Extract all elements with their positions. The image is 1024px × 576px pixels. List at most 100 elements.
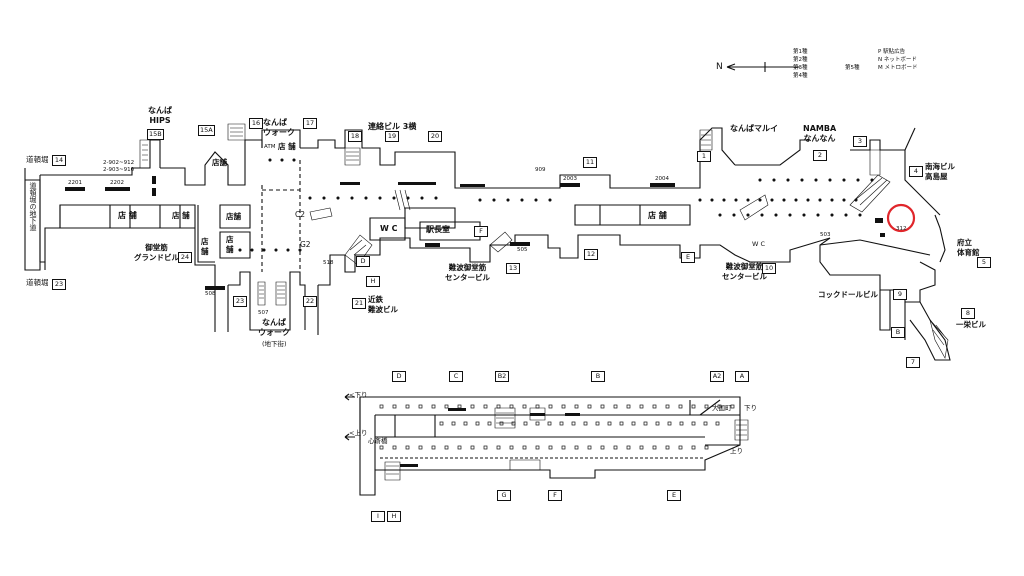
legend-floor-4: 第4種 — [793, 73, 808, 79]
pillar — [574, 445, 579, 450]
ad-code-312: 312 — [896, 226, 907, 232]
pillar — [463, 421, 468, 426]
pillar — [655, 421, 660, 426]
pillar — [499, 421, 504, 426]
pillar — [392, 404, 397, 409]
legend-floor-2: 第2種 — [793, 57, 808, 63]
platform-exit-e: E — [667, 490, 681, 501]
label-namba-midosuji-center-2: 難波御堂筋 センタービル — [722, 262, 767, 281]
pillar — [548, 445, 553, 450]
pillar — [379, 445, 384, 450]
pillar — [715, 421, 720, 426]
column-dot — [548, 198, 552, 202]
platform-exit-c: C — [449, 371, 463, 382]
ad-code-508: 508 — [205, 291, 216, 297]
label-chikagai: (地下街) — [262, 340, 287, 348]
pillar — [561, 445, 566, 450]
exit-9: 9 — [893, 289, 907, 300]
pillar — [561, 404, 566, 409]
label-wc-1: W C — [380, 224, 398, 233]
platform-exit-a2: A2 — [710, 371, 724, 382]
exit-14: 14 — [52, 155, 66, 166]
label-shop-6: 店 舗 — [226, 235, 234, 254]
pillar — [535, 445, 540, 450]
pillar — [405, 404, 410, 409]
column-dot — [434, 196, 438, 200]
label-furitsu-taiikukan: 府立 体育館 — [957, 238, 980, 257]
column-dot — [350, 196, 354, 200]
column-dot — [286, 248, 290, 252]
legend-type-p: P 駅貼広告 — [878, 49, 906, 55]
platform-exit-a: A — [735, 371, 749, 382]
column-dot — [746, 213, 750, 217]
label-nankai-takashimaya: 南海ビル 高島屋 — [925, 162, 955, 181]
column-dot — [818, 198, 822, 202]
pillar — [717, 404, 722, 409]
column-dot — [478, 198, 482, 202]
column-dot — [268, 158, 272, 162]
column-dot — [828, 178, 832, 182]
platform-exit-i: I — [371, 511, 385, 522]
label-kintetsu-namba: 近鉄 難波ビル — [368, 295, 398, 314]
pillar — [457, 404, 462, 409]
highlight-circle — [886, 203, 916, 233]
label-namba-walk-top: なんば ウォーク — [263, 118, 295, 137]
platform-exit-b2: B2 — [495, 371, 509, 382]
column-dot — [830, 198, 834, 202]
pillar — [451, 421, 456, 426]
column-dot — [814, 178, 818, 182]
exit-1: 1 — [697, 151, 711, 162]
pillar — [730, 404, 735, 409]
label-kudari-left: <下り — [349, 391, 368, 399]
column-dot — [858, 213, 862, 217]
pillar — [704, 404, 709, 409]
label-namba-hips: なんば HIPS — [148, 106, 172, 125]
column-dot — [280, 158, 284, 162]
pillar — [511, 421, 516, 426]
column-dot — [364, 196, 368, 200]
label-shop-3: 店舗 — [212, 158, 227, 167]
exit-12: 12 — [584, 249, 598, 260]
exit-20: 20 — [428, 131, 442, 142]
column-dot — [732, 213, 736, 217]
pillar — [522, 404, 527, 409]
pillar — [583, 421, 588, 426]
compass-north-label: N — [716, 62, 723, 72]
exit-19: 19 — [385, 131, 399, 142]
pillar — [665, 445, 670, 450]
column-dot — [802, 213, 806, 217]
column-dot — [842, 178, 846, 182]
column-dot — [534, 198, 538, 202]
label-kudari-right: 下り — [744, 404, 757, 412]
pillar — [483, 445, 488, 450]
exit-7: 7 — [906, 357, 920, 368]
pillar — [587, 445, 592, 450]
column-dot — [760, 213, 764, 217]
pillar — [571, 421, 576, 426]
exit-f: F — [474, 226, 488, 237]
pillar — [665, 404, 670, 409]
column-dot — [520, 198, 524, 202]
exit-15a: 15A — [198, 125, 215, 136]
column-dot — [722, 198, 726, 202]
legend-floors: 第1種 第2種 第3種 第4種 — [793, 48, 808, 80]
exit-23b: 23 — [233, 296, 247, 307]
pillar — [496, 404, 501, 409]
pillar — [431, 404, 436, 409]
pillar — [595, 421, 600, 426]
platform-exit-b: B — [591, 371, 605, 382]
label-atm: ATM — [264, 144, 276, 150]
exit-b: B — [891, 327, 905, 338]
label-nobori-left: <上り — [349, 429, 368, 437]
column-dot — [854, 198, 858, 202]
label-shop-8: 店 舗 — [278, 142, 296, 151]
ad-code-503: 503 — [820, 232, 831, 238]
ad-code-909: 909 — [535, 167, 546, 173]
label-shop-1: 店 舗 — [118, 211, 137, 220]
label-namba-midosuji-center-1: 難波御堂筋 センタービル — [445, 263, 490, 282]
label-cockdoor-building: コックドールビル — [818, 290, 878, 299]
pillar — [691, 445, 696, 450]
ad-code-505: 505 — [517, 247, 528, 253]
pillar — [418, 404, 423, 409]
legend-types: P 駅貼広告 N ネットボード M メトロボード — [878, 48, 918, 72]
